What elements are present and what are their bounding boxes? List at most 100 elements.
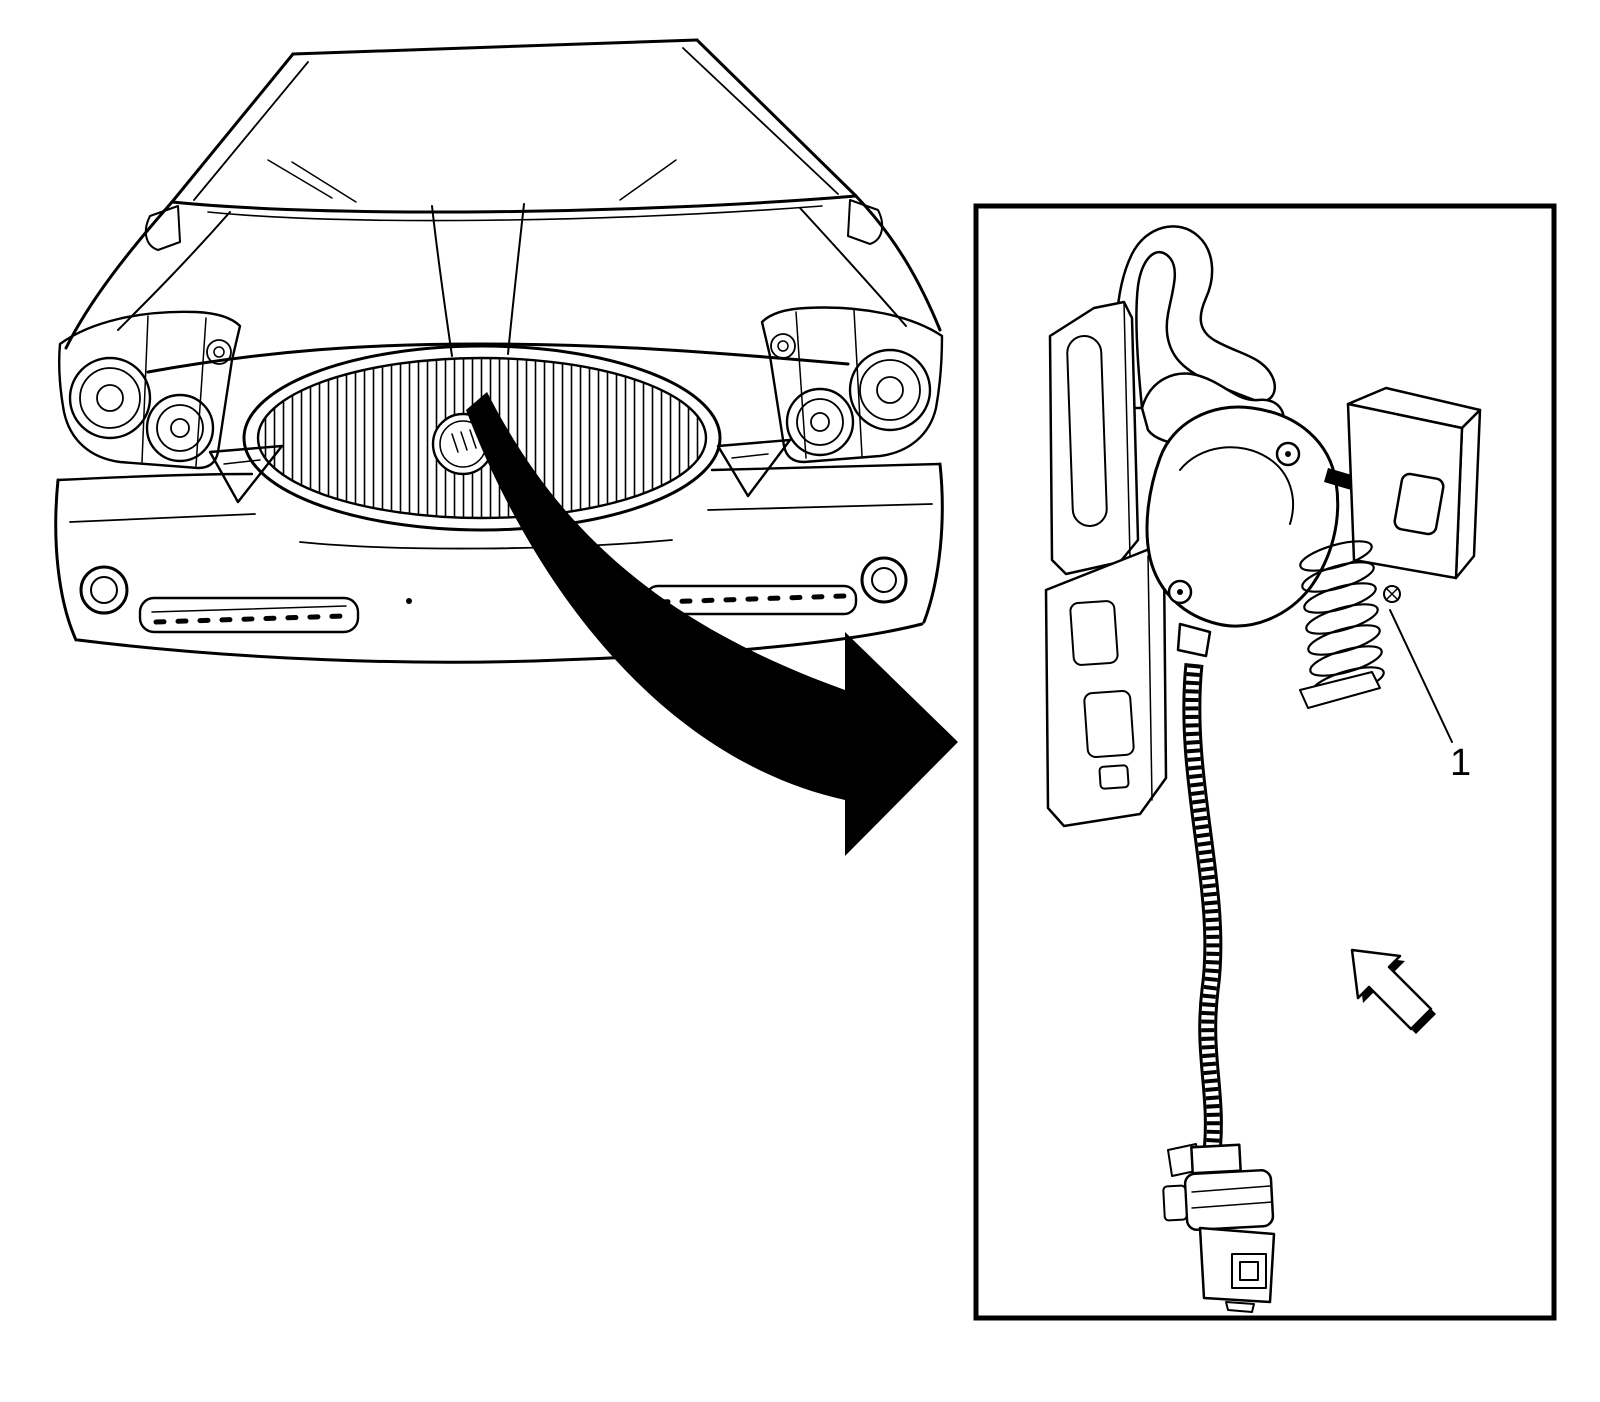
side-marker-left-line xyxy=(223,459,261,465)
lower-grille-ticks xyxy=(657,593,847,605)
bumper xyxy=(54,438,944,664)
bumper-side-right xyxy=(922,462,944,624)
latch-bolt-center xyxy=(1177,589,1183,595)
turn-signal xyxy=(206,339,232,365)
turn-signal-bulb xyxy=(777,340,789,352)
fog-lamp-ring xyxy=(860,556,908,604)
callout-1-label: 1 xyxy=(1450,742,1471,784)
headlight-divider xyxy=(795,311,807,459)
connector-foot xyxy=(1225,1301,1255,1313)
spring-coil xyxy=(1305,603,1379,635)
headlight-lens xyxy=(848,348,932,432)
hood-front-edge xyxy=(146,342,850,374)
callout-leader-line xyxy=(1389,609,1453,743)
headlight-bulb xyxy=(810,412,830,432)
headlight-bulb xyxy=(170,418,190,438)
stud-cross xyxy=(1385,587,1399,601)
wiper-mark-3 xyxy=(619,159,677,201)
hood-cut-left xyxy=(117,211,231,331)
headlight-lens xyxy=(68,356,152,440)
bracket-hole xyxy=(1083,690,1135,758)
lower-grille-left xyxy=(138,596,360,634)
roof-edge xyxy=(291,38,699,56)
bumper-center-line xyxy=(299,539,673,550)
bumper-top-right xyxy=(710,462,942,472)
spring-coil xyxy=(1301,561,1375,593)
spring-coil xyxy=(1309,645,1383,677)
mounting-bracket-upper xyxy=(1048,300,1140,576)
headlight-lens-ring xyxy=(156,404,204,452)
bracket-hole xyxy=(1069,600,1119,666)
headlight-bulb xyxy=(876,376,904,404)
lower-grille-line xyxy=(151,605,347,613)
connector-tab xyxy=(1162,1184,1188,1222)
a-pillar-left-inner xyxy=(193,61,309,201)
callout-1: 1 xyxy=(1389,609,1471,784)
bumper-bottom-edge xyxy=(76,622,924,664)
mirror-right xyxy=(847,199,884,245)
cable-coil-bands xyxy=(1185,663,1220,1153)
mirror-left xyxy=(144,205,181,251)
wiper-mark-1 xyxy=(267,159,333,199)
cowl-line-inner xyxy=(207,205,823,222)
headlight-divider xyxy=(141,315,149,463)
turn-signal xyxy=(770,333,796,359)
fog-lamp-lens xyxy=(90,576,118,604)
latch-bracket-right xyxy=(1346,386,1482,603)
bracket-slot xyxy=(1066,335,1108,527)
grille-rim-outer xyxy=(242,344,722,532)
connector-socket xyxy=(1231,1253,1267,1289)
fog-light-right xyxy=(860,556,908,604)
a-pillar-left xyxy=(170,52,295,204)
connector-neck xyxy=(1190,1143,1242,1175)
fog-light-left xyxy=(79,565,129,615)
latch-body xyxy=(1145,405,1362,628)
connector-line xyxy=(1191,1185,1271,1193)
headlight-lens-ring xyxy=(796,398,844,446)
latch-bolt-center xyxy=(1285,451,1291,457)
latch-spring xyxy=(1299,540,1385,709)
cable-connector xyxy=(1162,1143,1276,1313)
bumper-detail-dot xyxy=(406,598,412,604)
car-front-illustration xyxy=(54,38,944,664)
connector-pin-hole xyxy=(1239,1261,1259,1281)
spring-seat xyxy=(1299,671,1381,709)
connector-grommet xyxy=(1183,1169,1275,1231)
spring-coil xyxy=(1303,582,1377,614)
headlight-lens-ring xyxy=(859,359,921,421)
fog-lamp-lens xyxy=(871,567,897,593)
headlight-divider xyxy=(853,309,863,457)
spring-coil xyxy=(1299,540,1373,572)
release-cable xyxy=(1176,622,1223,1153)
direction-arrow-icon xyxy=(1350,948,1436,1034)
hood xyxy=(64,194,942,374)
grille-emblem-shields xyxy=(451,429,477,453)
fender-line-right xyxy=(854,194,942,332)
bracket-hole xyxy=(1098,764,1130,790)
headlight-lens xyxy=(785,387,855,457)
zoom-arrow xyxy=(466,392,958,856)
bumper-crease-left xyxy=(69,513,256,523)
fog-lamp-ring xyxy=(79,565,129,615)
side-marker-right-line xyxy=(731,453,769,459)
side-marker-right xyxy=(716,438,792,498)
release-lever-arm xyxy=(1114,225,1277,410)
hood-crease-left xyxy=(431,205,453,357)
lower-grille-slot xyxy=(138,596,360,634)
connector-body xyxy=(1198,1226,1276,1304)
bracket-box-hole xyxy=(1393,472,1445,536)
a-pillar-right xyxy=(695,38,858,198)
windshield xyxy=(170,38,858,222)
turn-signal-bulb xyxy=(213,346,225,358)
latch-contour xyxy=(1179,446,1294,525)
headlight-right xyxy=(760,306,944,464)
hood-latch-assembly: 1 xyxy=(1044,225,1482,1313)
cowl-line xyxy=(170,194,858,214)
direction-arrow-outline xyxy=(1350,948,1433,1031)
hood-crease-right xyxy=(507,203,525,355)
mounting-bracket-lower xyxy=(1044,546,1168,828)
detail-inset: 1 xyxy=(973,203,1557,1321)
spring-coil xyxy=(1307,624,1381,656)
bumper-side-left xyxy=(54,478,78,642)
